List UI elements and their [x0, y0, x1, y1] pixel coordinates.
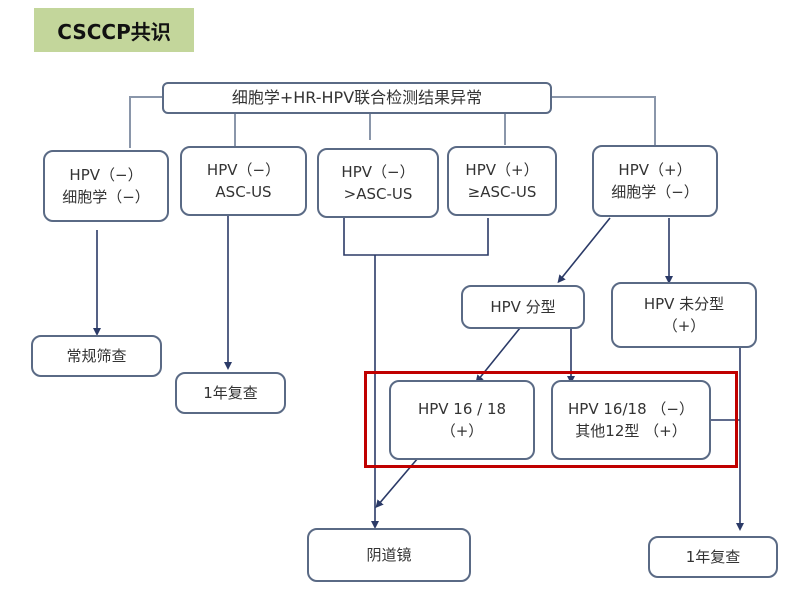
arrow-to-typing [557, 217, 611, 284]
node-hpv1618-neg-other12-pos: HPV 16/18 （−） 其他12型 （+） [551, 380, 711, 460]
node-line2: ASC-US [215, 183, 272, 201]
node-line1: HPV 未分型 [643, 295, 725, 313]
node-hpv-untyped: HPV 未分型 （+） [611, 282, 757, 348]
node-line2: （+） [440, 422, 484, 440]
page-title: CSCCP共识 [34, 8, 194, 52]
node-line2: 其他12型 （+） [575, 422, 687, 440]
node-label: 常规筛查 [66, 347, 127, 365]
node-line2: >ASC-US [343, 185, 413, 203]
node-line2: （+） [662, 317, 706, 335]
node-line2: 细胞学（−） [62, 188, 150, 206]
node-hpv-neg-gt-ascus: HPV（−） >ASC-US [317, 148, 439, 218]
node-line1: HPV（+） [618, 161, 692, 179]
node-line1: HPV 16 / 18 [417, 400, 507, 418]
outcome-routine-screening: 常规筛查 [31, 335, 162, 377]
node-label: 1年复查 [203, 384, 258, 402]
node-line1: HPV（+） [465, 161, 539, 179]
root-label: 细胞学+HR-HPV联合检测结果异常 [231, 88, 483, 107]
node-line2: ≥ASC-US [467, 183, 537, 201]
node-hpv-pos-cyto-neg: HPV（+） 细胞学（−） [592, 145, 718, 217]
outcome-recheck-1yr-left: 1年复查 [175, 372, 286, 414]
outcome-colposcopy: 阴道镜 [307, 528, 471, 582]
node-hpv-neg-cyto-neg: HPV（−） 细胞学（−） [43, 150, 169, 222]
node-label: 1年复查 [685, 548, 741, 566]
root-node: 细胞学+HR-HPV联合检测结果异常 [162, 82, 552, 114]
line-merge-bracket [343, 218, 489, 256]
node-line1: HPV（−） [69, 166, 143, 184]
node-hpv1618-pos: HPV 16 / 18 （+） [389, 380, 535, 460]
node-line1: HPV（−） [341, 163, 415, 181]
node-label: 阴道镜 [366, 546, 412, 564]
line-root-to-l1-4 [550, 96, 656, 145]
node-line1: HPV（−） [206, 161, 281, 179]
node-line1: HPV 16/18 （−） [568, 400, 694, 418]
line-root-to-l1-0 [129, 96, 165, 148]
node-hpv-typing: HPV 分型 [461, 285, 585, 329]
node-label: HPV 分型 [490, 298, 556, 316]
node-line2: 细胞学（−） [611, 183, 699, 201]
node-hpv-pos-gte-ascus: HPV（+） ≥ASC-US [447, 146, 557, 216]
highlight-box [364, 371, 738, 468]
outcome-recheck-1yr-right: 1年复查 [648, 536, 778, 578]
node-hpv-neg-ascus: HPV（−） ASC-US [180, 146, 307, 216]
